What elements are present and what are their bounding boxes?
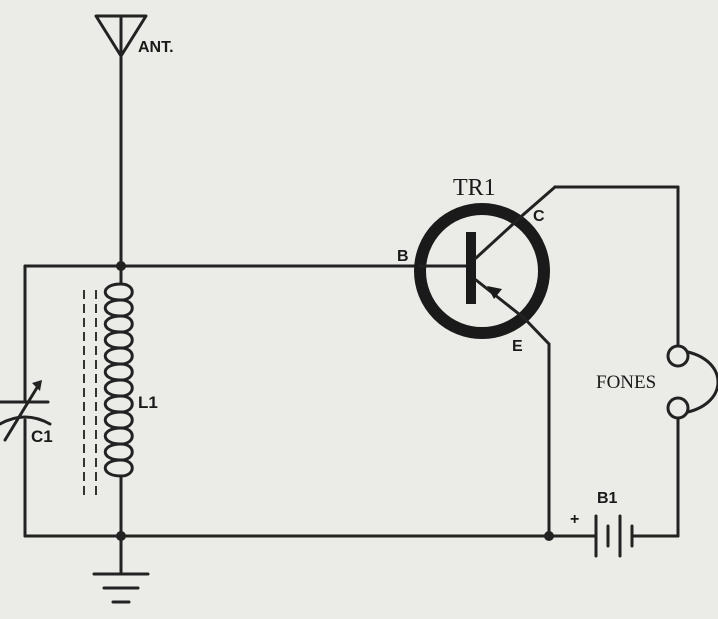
junction-dot-bottom-left — [116, 531, 126, 541]
base-label: B — [397, 248, 409, 265]
collector-label: C — [533, 208, 545, 225]
transistor-label: TR1 — [453, 175, 496, 201]
antenna-label: ANT. — [138, 39, 174, 56]
junction-dot-top — [116, 261, 126, 271]
coil-label: L1 — [138, 393, 158, 412]
headphones-symbol — [666, 344, 718, 420]
battery-label: B1 — [597, 490, 618, 507]
battery-plus-label: + — [570, 511, 579, 528]
phones-label: FONES — [596, 372, 656, 393]
variable-capacitor-symbol — [0, 380, 52, 442]
coil-symbol — [103, 282, 134, 478]
antenna-symbol — [94, 14, 148, 58]
transistor-symbol — [414, 185, 557, 346]
emitter-label: E — [512, 338, 523, 355]
ground-symbol — [92, 534, 150, 604]
capacitor-label: C1 — [31, 427, 53, 446]
coil-core-lines — [83, 290, 97, 500]
battery-symbol — [594, 514, 680, 558]
